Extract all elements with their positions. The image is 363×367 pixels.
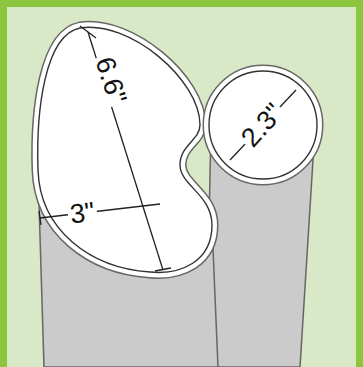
- kidney-cross-section: [38, 27, 212, 272]
- round-cross-section: [209, 71, 317, 179]
- dimension-label: 3": [66, 198, 98, 228]
- frame: [4, 4, 360, 367]
- dimension-lines: [39, 26, 296, 271]
